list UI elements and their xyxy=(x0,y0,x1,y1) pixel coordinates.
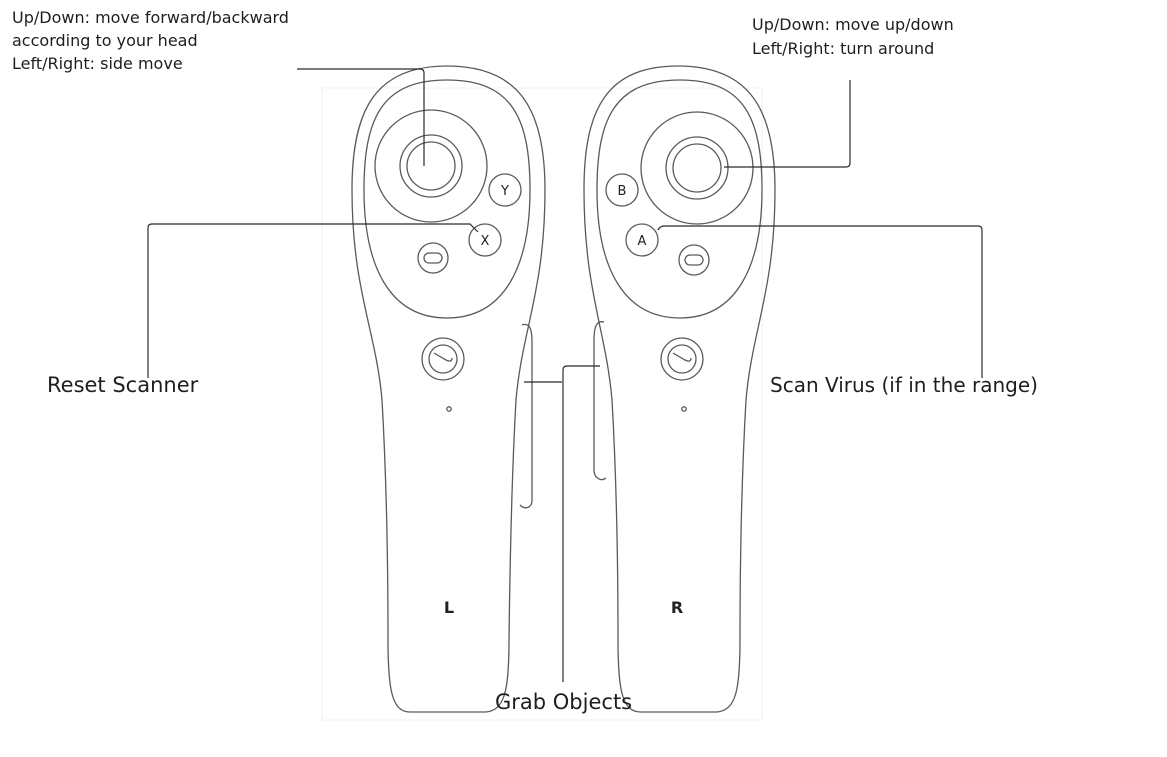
left-stick-outer xyxy=(399,134,463,198)
leader-reset-scanner xyxy=(147,223,479,378)
right-menu-button-icon xyxy=(678,244,710,276)
left-stick-inner xyxy=(406,141,456,191)
right-home-logo-icon xyxy=(660,337,704,381)
right-indicator-dot xyxy=(681,406,687,412)
left-button-x xyxy=(468,223,502,257)
left-stick-line-2: according to your head xyxy=(12,31,198,50)
left-button-y xyxy=(488,173,522,207)
left-button-y-label: Y xyxy=(500,184,509,199)
reset-scanner-label: Reset Scanner xyxy=(47,373,199,397)
left-stick-line-3: Left/Right: side move xyxy=(12,54,183,73)
leader-left-stick xyxy=(297,68,425,166)
right-controller xyxy=(583,65,776,713)
menu-button-icon xyxy=(417,242,449,274)
left-stick-line-1: Up/Down: move forward/backward xyxy=(12,8,289,27)
left-controller-body xyxy=(351,65,546,713)
right-controller-face xyxy=(596,79,763,319)
right-stick-outer xyxy=(665,136,729,200)
right-button-b-label: B xyxy=(618,184,627,199)
right-stick-ring xyxy=(640,111,754,225)
right-controller-letter: R xyxy=(671,598,683,617)
left-button-x-label: X xyxy=(481,234,490,249)
right-grip-trigger xyxy=(593,321,607,481)
right-button-b xyxy=(605,173,639,207)
home-logo-icon xyxy=(421,337,465,381)
leader-scan-virus xyxy=(657,225,983,378)
right-stick-line-2: Left/Right: turn around xyxy=(752,39,935,58)
right-stick-inner xyxy=(672,143,722,193)
leader-right-stick xyxy=(724,80,851,168)
grab-objects-label: Grab Objects xyxy=(495,690,633,714)
leader-grab-right xyxy=(562,365,600,682)
left-controller-face xyxy=(363,79,531,319)
backdrop-frame xyxy=(321,87,763,721)
left-indicator-dot xyxy=(446,406,452,412)
right-button-a xyxy=(625,223,659,257)
right-controller-body xyxy=(583,65,776,713)
right-stick-line-1: Up/Down: move up/down xyxy=(752,15,954,34)
left-grip-trigger xyxy=(519,323,533,509)
left-controller-letter: L xyxy=(444,598,454,617)
right-button-a-label: A xyxy=(638,234,647,249)
scan-virus-label: Scan Virus (if in the range) xyxy=(770,373,1038,397)
left-controller xyxy=(351,65,546,713)
left-stick-ring xyxy=(374,109,488,223)
